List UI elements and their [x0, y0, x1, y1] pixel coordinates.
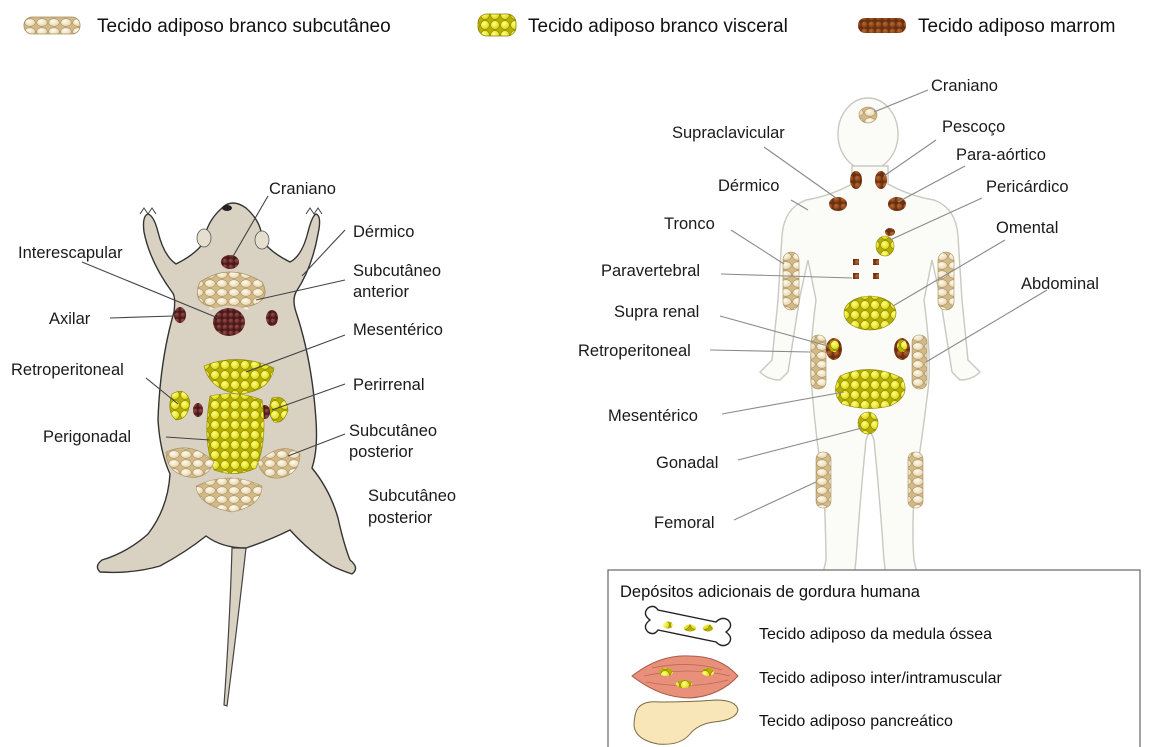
human-label-dermico: Dérmico	[718, 177, 779, 195]
legend: Tecido adiposo branco subcutâneo Tecido …	[24, 14, 1115, 37]
legend-visceral: Tecido adiposo branco visceral	[528, 16, 788, 37]
human-label-supra-renal: Supra renal	[614, 303, 699, 321]
legend-subcutaneous: Tecido adiposo branco subcutâneo	[97, 16, 391, 37]
human-label-femoral: Femoral	[654, 514, 715, 532]
mouse-label-subcutaneo-anterior-1: Subcutâneo	[353, 262, 441, 280]
human-label-gonadal: Gonadal	[656, 454, 718, 472]
brown-swatch-icon	[858, 18, 906, 33]
mouse-label-axilar: Axilar	[49, 310, 91, 328]
mouse-label-subcutaneo-posterior-b1: Subcutâneo	[368, 487, 456, 505]
visceral-swatch-icon	[478, 14, 516, 36]
mouse-label-interescapular: Interescapular	[18, 244, 123, 262]
human-label-retroperitoneal: Retroperitoneal	[578, 342, 691, 360]
human-label-pericardico: Pericárdico	[986, 178, 1069, 196]
additional-box-title: Depósitos adicionais de gordura humana	[620, 583, 921, 601]
bone-marrow-label: Tecido adiposo da medula óssea	[759, 626, 992, 643]
mouse-label-subcutaneo-anterior-2: anterior	[353, 283, 409, 301]
subcutaneous-swatch-icon	[24, 17, 80, 34]
human-label-mesenterico: Mesentérico	[608, 407, 698, 425]
additional-depots-box: Depósitos adicionais de gordura humana T…	[608, 570, 1140, 747]
mouse-label-subcutaneo-posterior-b2: posterior	[368, 509, 433, 527]
human-label-omental: Omental	[996, 219, 1058, 237]
human-label-abdominal: Abdominal	[1021, 275, 1099, 293]
mouse-label-perigonadal: Perigonadal	[43, 428, 131, 446]
human-illustration	[760, 98, 980, 578]
human-label-pescoco: Pescoço	[942, 118, 1005, 136]
mouse-label-subcutaneo-posterior-a2: posterior	[349, 443, 414, 461]
legend-brown: Tecido adiposo marrom	[918, 16, 1115, 37]
mouse-label-dermico: Dérmico	[353, 223, 414, 241]
pancreatic-label: Tecido adiposo pancreático	[759, 713, 953, 730]
human-label-craniano: Craniano	[931, 77, 998, 95]
mouse-illustration	[97, 203, 355, 706]
human-label-supraclavicular: Supraclavicular	[672, 124, 785, 142]
mouse-label-craniano: Craniano	[269, 180, 336, 198]
human-label-tronco: Tronco	[664, 215, 715, 233]
mouse-label-retroperitoneal: Retroperitoneal	[11, 361, 124, 379]
mouse-label-subcutaneo-posterior-a1: Subcutâneo	[349, 422, 437, 440]
mouse-label-mesenterico: Mesentérico	[353, 321, 443, 339]
intramuscular-label: Tecido adiposo inter/intramuscular	[759, 670, 1002, 687]
mouse-label-perirrenal: Perirrenal	[353, 376, 425, 394]
human-label-para-aortico: Para-aórtico	[956, 146, 1046, 164]
human-label-paravertebral: Paravertebral	[601, 262, 700, 280]
